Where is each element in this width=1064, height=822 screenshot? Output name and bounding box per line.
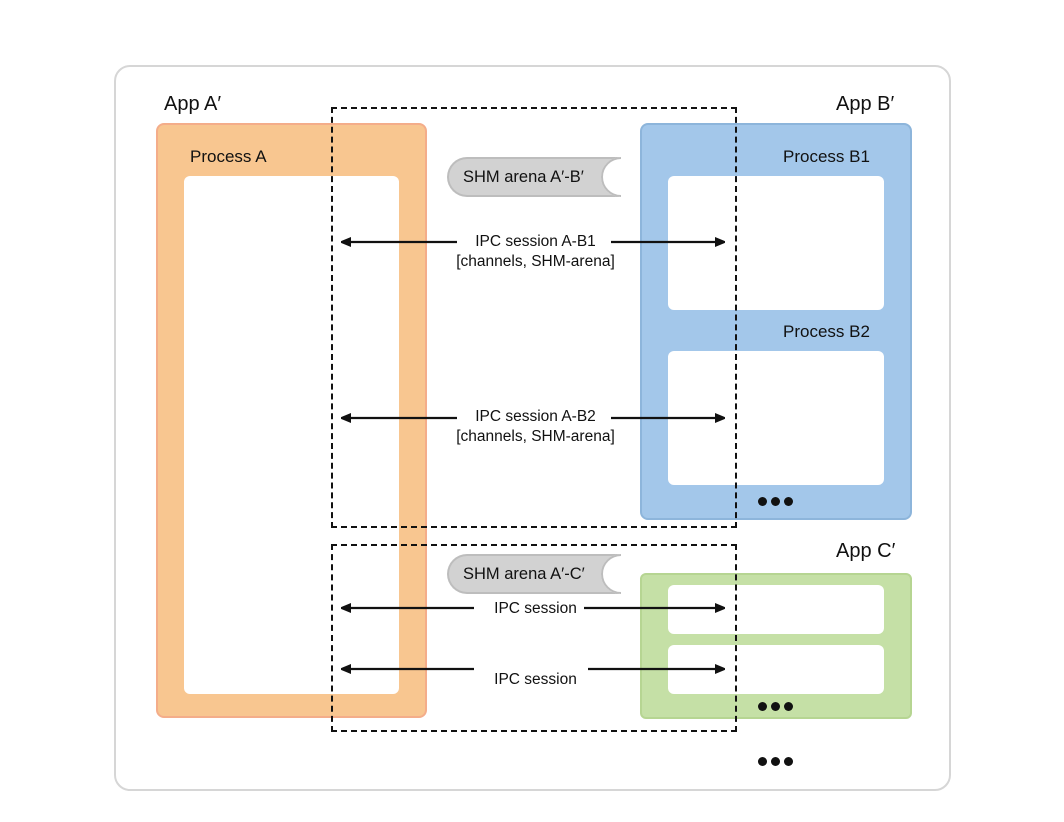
ipc-session-ac2-title: IPC session — [494, 671, 577, 688]
ipc-session-ab1: IPC session A-B1 [channels, SHM-arena] — [433, 232, 638, 272]
shm-arena-ab: SHM arena A′-B′ — [447, 157, 621, 197]
shm-arena-ac: SHM arena A′-C′ — [447, 554, 621, 594]
shm-arena-ab-label: SHM arena A′-B′ — [463, 167, 584, 186]
shm-arena-notch-icon — [601, 554, 621, 594]
app-a-label: App A′ — [164, 93, 222, 115]
ipc-session-ab2-detail: [channels, SHM-arena] — [456, 428, 615, 445]
process-c1-inner — [668, 585, 884, 634]
more-apps-ellipsis — [758, 757, 793, 766]
ipc-session-ab1-title: IPC session A-B1 — [475, 233, 596, 250]
process-b2-label: Process B2 — [783, 322, 870, 341]
ipc-session-ab2: IPC session A-B2 [channels, SHM-arena] — [433, 407, 638, 447]
app-b-label: App B′ — [836, 93, 895, 115]
ipc-session-ab2-title: IPC session A-B2 — [475, 408, 596, 425]
ipc-session-ac1: IPC session — [433, 599, 638, 619]
session-boundary-ab — [331, 107, 737, 528]
session-boundary-ac — [331, 544, 737, 732]
shm-arena-ac-label: SHM arena A′-C′ — [463, 564, 585, 583]
shm-arena-notch-icon — [601, 157, 621, 197]
ipc-session-ab1-detail: [channels, SHM-arena] — [456, 253, 615, 270]
process-b1-label: Process B1 — [783, 147, 870, 166]
ipc-session-ac1-title: IPC session — [494, 600, 577, 617]
more-processes-b-ellipsis — [758, 497, 793, 506]
process-a-label: Process A — [190, 147, 267, 166]
more-processes-c-ellipsis — [758, 702, 793, 711]
ipc-session-ac2: IPC session — [433, 670, 638, 690]
app-c-label: App C′ — [836, 540, 896, 562]
